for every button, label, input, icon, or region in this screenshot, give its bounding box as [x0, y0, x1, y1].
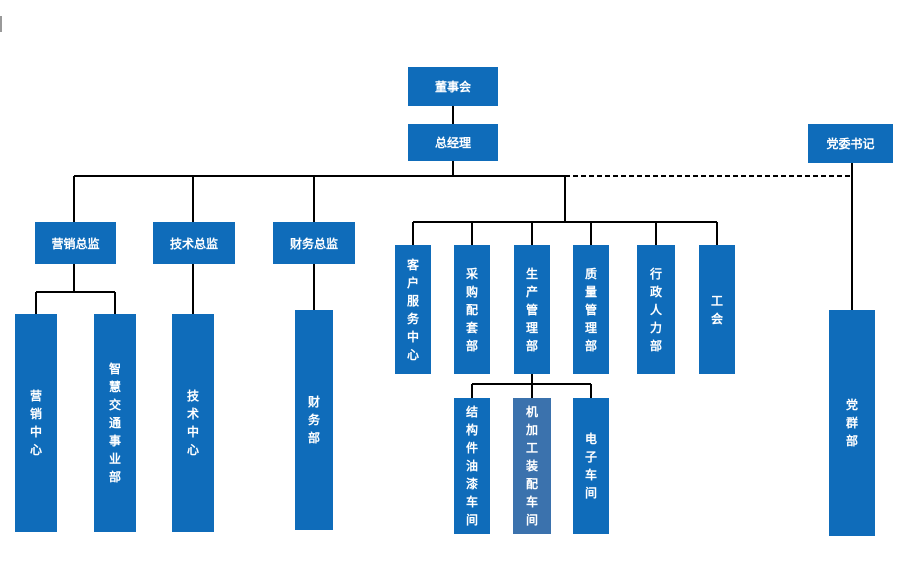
vertical-char: 采	[465, 266, 478, 281]
vertical-char: 群	[845, 416, 858, 430]
vertical-char: 党	[845, 398, 858, 412]
node-machining: 机加工装配车间	[513, 398, 551, 534]
vertical-char: 户	[406, 275, 419, 290]
vertical-char: 心	[29, 443, 42, 457]
node-tech-director: 技术总监	[153, 222, 235, 264]
vertical-char: 部	[845, 434, 858, 448]
vertical-char: 间	[525, 513, 538, 527]
vertical-char: 子	[584, 450, 597, 464]
vertical-char: 质	[584, 266, 597, 281]
vertical-char: 车	[584, 468, 597, 482]
vertical-char: 务	[307, 413, 320, 427]
vertical-char: 中	[406, 329, 419, 344]
vertical-char: 车	[465, 495, 478, 509]
vertical-char: 中	[29, 425, 42, 439]
vertical-char: 心	[406, 347, 419, 362]
node-electronics: 电子车间	[573, 398, 609, 534]
node-quality: 质量管理部	[573, 245, 609, 374]
vertical-char: 机	[525, 405, 538, 419]
node-marketing-director: 营销总监	[35, 222, 116, 264]
node-party-secretary: 党委书记	[808, 124, 893, 163]
node-production: 生产管理部	[514, 245, 550, 374]
node-finance-dept: 财务部	[295, 310, 333, 530]
vertical-char: 管	[584, 302, 597, 317]
node-structure-paint: 结构件油漆车间	[454, 398, 490, 534]
vertical-char: 配	[465, 302, 478, 317]
vertical-char: 智	[108, 362, 121, 376]
vertical-char: 部	[525, 338, 538, 353]
vertical-char: 中	[186, 425, 199, 439]
vertical-char: 业	[108, 452, 121, 466]
vertical-char: 油	[465, 459, 478, 473]
vertical-char: 部	[649, 338, 662, 353]
vertical-char: 客	[406, 257, 419, 272]
vertical-char: 部	[465, 338, 478, 353]
vertical-char: 事	[108, 434, 121, 448]
vertical-char: 结	[465, 405, 478, 419]
vertical-char: 力	[649, 320, 662, 335]
vertical-char: 漆	[465, 477, 478, 491]
vertical-char: 行	[649, 266, 662, 281]
node-marketing-center: 营销中心	[15, 314, 57, 532]
vertical-char: 务	[406, 311, 419, 326]
vertical-char: 量	[584, 284, 597, 299]
vertical-char: 技	[186, 389, 199, 403]
vertical-char: 电	[584, 432, 597, 446]
node-tech-center: 技术中心	[172, 314, 214, 532]
vertical-char: 部	[584, 338, 597, 353]
vertical-char: 工	[525, 441, 538, 455]
vertical-char: 政	[649, 284, 662, 299]
vertical-char: 营	[29, 389, 42, 403]
vertical-char: 心	[186, 443, 199, 457]
node-party-group: 党群部	[829, 310, 875, 536]
vertical-char: 服	[406, 293, 419, 308]
node-admin-hr: 行政人力部	[637, 245, 675, 374]
vertical-char: 产	[525, 284, 538, 299]
vertical-char: 购	[465, 284, 478, 299]
node-smart-traffic: 智慧交通事业部	[94, 314, 136, 532]
vertical-char: 车	[525, 495, 538, 509]
vertical-char: 工	[710, 293, 723, 308]
vertical-char: 装	[525, 459, 538, 473]
vertical-char: 理	[525, 320, 538, 335]
node-union: 工会	[699, 245, 735, 374]
vertical-char: 会	[710, 311, 723, 326]
vertical-char: 生	[525, 266, 538, 281]
vertical-char: 交	[108, 398, 121, 412]
vertical-char: 管	[525, 302, 538, 317]
corner-mark	[0, 16, 2, 32]
node-gm: 总经理	[408, 124, 498, 161]
vertical-char: 构	[465, 423, 478, 437]
vertical-char: 套	[465, 320, 478, 335]
vertical-char: 配	[525, 477, 538, 491]
vertical-char: 加	[525, 423, 538, 437]
vertical-char: 财	[307, 395, 320, 409]
vertical-char: 人	[649, 302, 662, 317]
vertical-char: 件	[465, 441, 478, 455]
vertical-char: 间	[465, 513, 478, 527]
node-customer-service: 客户服务中心	[395, 245, 431, 374]
vertical-char: 间	[584, 486, 597, 500]
vertical-char: 理	[584, 320, 597, 335]
vertical-char: 部	[307, 431, 320, 445]
vertical-char: 部	[108, 470, 121, 484]
node-finance-director: 财务总监	[273, 222, 355, 264]
node-board: 董事会	[408, 67, 498, 106]
node-procurement: 采购配套部	[454, 245, 490, 374]
vertical-char: 术	[186, 407, 199, 421]
vertical-char: 销	[29, 407, 42, 421]
vertical-char: 通	[108, 416, 121, 430]
vertical-char: 慧	[108, 380, 121, 394]
